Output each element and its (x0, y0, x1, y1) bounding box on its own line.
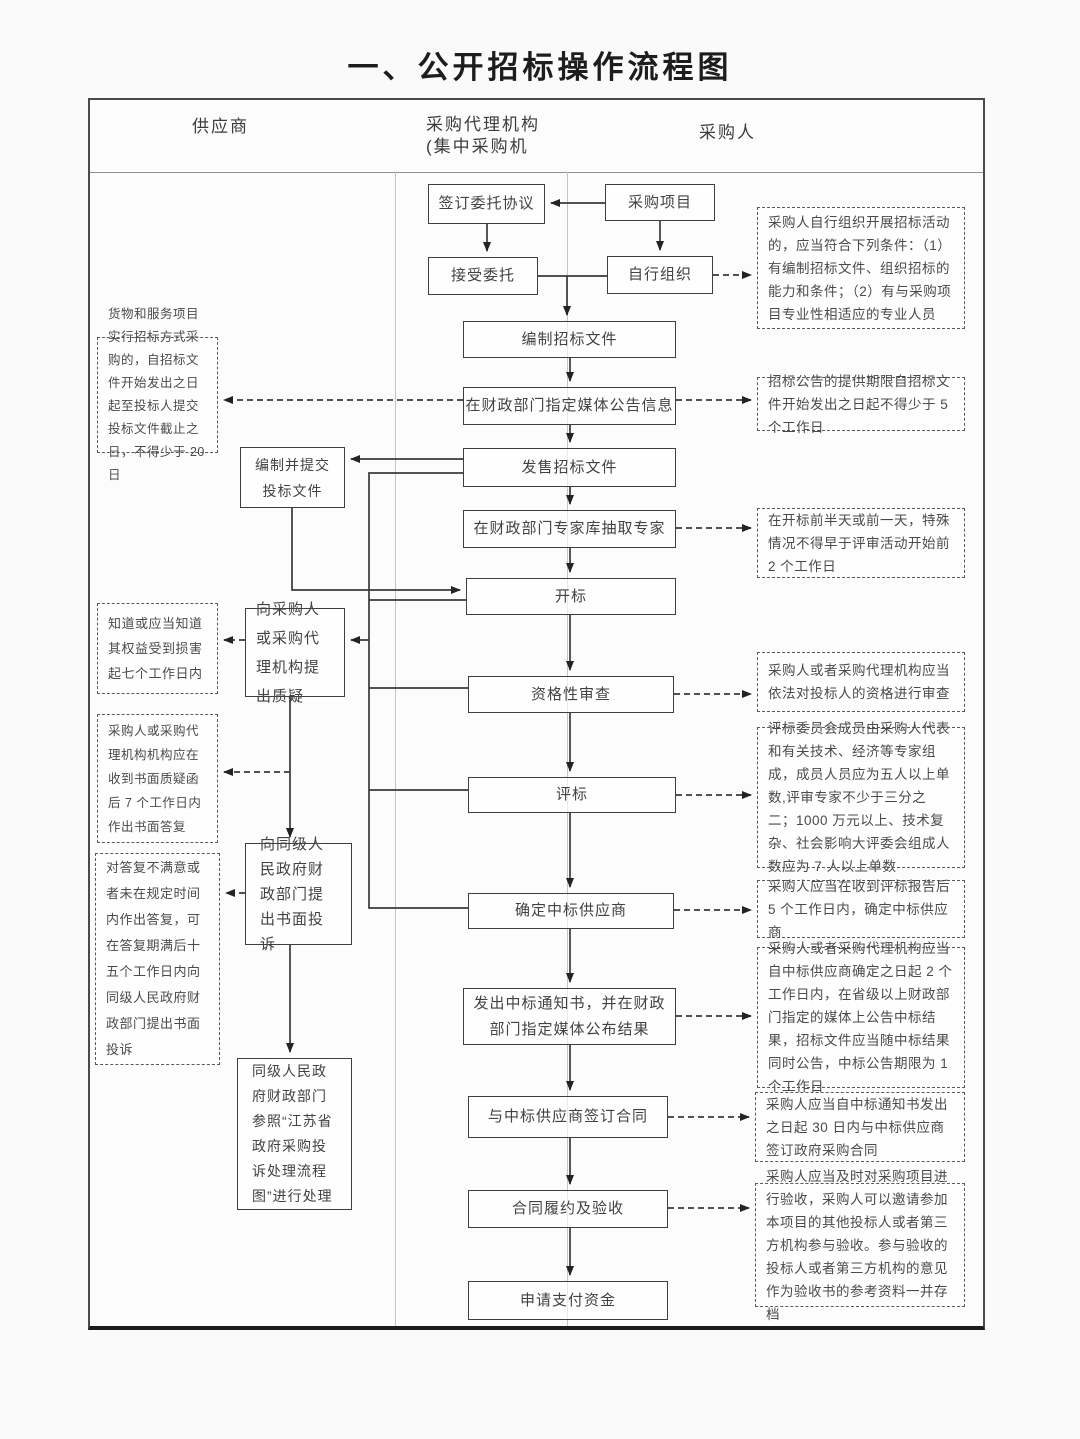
flow-box-issue-notice: 发出中标通知书，并在财政部门指定媒体公布结果 (463, 988, 676, 1045)
flow-box-apply-payment: 申请支付资金 (468, 1281, 668, 1320)
flow-box-procurement-project: 采购项目 (605, 184, 715, 221)
note-right-contract-deadline: 采购人应当自中标通知书发出之日起 30 日内与中标供应商签订政府采购合同 (755, 1092, 965, 1162)
flow-box-complaint-handling: 同级人民政府财政部门参照“江苏省政府采购投诉处理流程图”进行处理 (237, 1058, 352, 1210)
column-divider-2 (567, 172, 568, 1326)
agency-header-line2: (集中采购机 (426, 137, 529, 156)
note-left-query-deadline: 知道或应当知道其权益受到损害起七个工作日内 (97, 603, 218, 694)
note-right-winner-deadline: 采购人应当在收到评标报告后 5 个工作日内，确定中标供应商 (757, 879, 965, 940)
flow-box-sign-agreement: 签订委托协议 (428, 184, 545, 224)
note-left-bid-period: 货物和服务项目实行招标方式采购的，自招标文件开始发出之日起至投标人提交投标文件截… (97, 307, 218, 482)
column-divider-1 (395, 172, 396, 1326)
flow-box-self-organize: 自行组织 (607, 256, 713, 294)
note-right-evaluation-committee: 评标委员会成员由采购人代表和有关技术、经济等专家组成，成员人员应为五人以上单数,… (757, 721, 965, 874)
flow-box-accept-entrustment: 接受委托 (428, 257, 538, 295)
flow-box-prepare-bid: 编制并提交投标文件 (240, 447, 345, 508)
column-header-agency: 采购代理机构 (集中采购机 (418, 114, 561, 158)
note-right-acceptance-rule: 采购人应当及时对采购项目进行验收，采购人可以邀请参加本项目的其他投标人或者第三方… (755, 1169, 965, 1322)
flow-box-bid-opening: 开标 (466, 578, 676, 615)
flow-box-extract-experts: 在财政部门专家库抽取专家 (463, 510, 676, 548)
flow-box-bid-evaluation: 评标 (468, 777, 676, 813)
column-header-purchaser: 采购人 (699, 123, 756, 142)
header-divider (90, 172, 983, 173)
note-right-expert-extraction-time: 在开标前半天或前一天，特殊情况不得早于评审活动开始前 2 个工作日 (757, 508, 965, 578)
note-left-complaint-rule: 对答复不满意或者未在规定时间内作出答复，可在答复期满后十五个工作日内向同级人民政… (95, 853, 220, 1065)
agency-header-line1: 采购代理机构 (426, 115, 540, 134)
flow-box-prepare-docs: 编制招标文件 (463, 321, 676, 358)
note-right-announcement-period: 招标公告的提供期限自招标文件开始发出之日起不得少于 5 个工作日 (757, 374, 965, 435)
flow-box-determine-winner: 确定中标供应商 (468, 893, 674, 929)
note-right-qualification-review: 采购人或者采购代理机构应当依法对投标人的资格进行审查 (757, 652, 965, 712)
flow-box-announce-media: 在财政部门指定媒体公告信息 (463, 387, 676, 425)
flow-box-sign-contract: 与中标供应商签订合同 (468, 1096, 668, 1138)
note-right-result-announcement: 采购人或者采购代理机构应当自中标供应商确定之日起 2 个工作日内，在省级以上财政… (757, 941, 965, 1094)
flow-box-raise-query: 向采购人或采购代理机构提出质疑 (245, 601, 345, 705)
column-header-supplier: 供应商 (192, 117, 249, 136)
flow-box-contract-acceptance: 合同履约及验收 (468, 1190, 668, 1228)
page-title: 一、公开招标操作流程图 (347, 50, 733, 85)
note-right-self-organize-conditions: 采购人自行组织开展招标活动的，应当符合下列条件：（1）有编制招标文件、组织招标的… (757, 207, 965, 329)
flow-box-sell-docs: 发售招标文件 (463, 448, 676, 487)
flow-box-file-complaint: 向同级人民政府财政部门提出书面投诉 (245, 836, 352, 953)
flow-box-qualification-review: 资格性审查 (468, 676, 674, 713)
note-left-reply-deadline: 采购人或采购代理机构机构应在收到书面质疑函后 7 个工作日内作出书面答复 (97, 714, 218, 843)
